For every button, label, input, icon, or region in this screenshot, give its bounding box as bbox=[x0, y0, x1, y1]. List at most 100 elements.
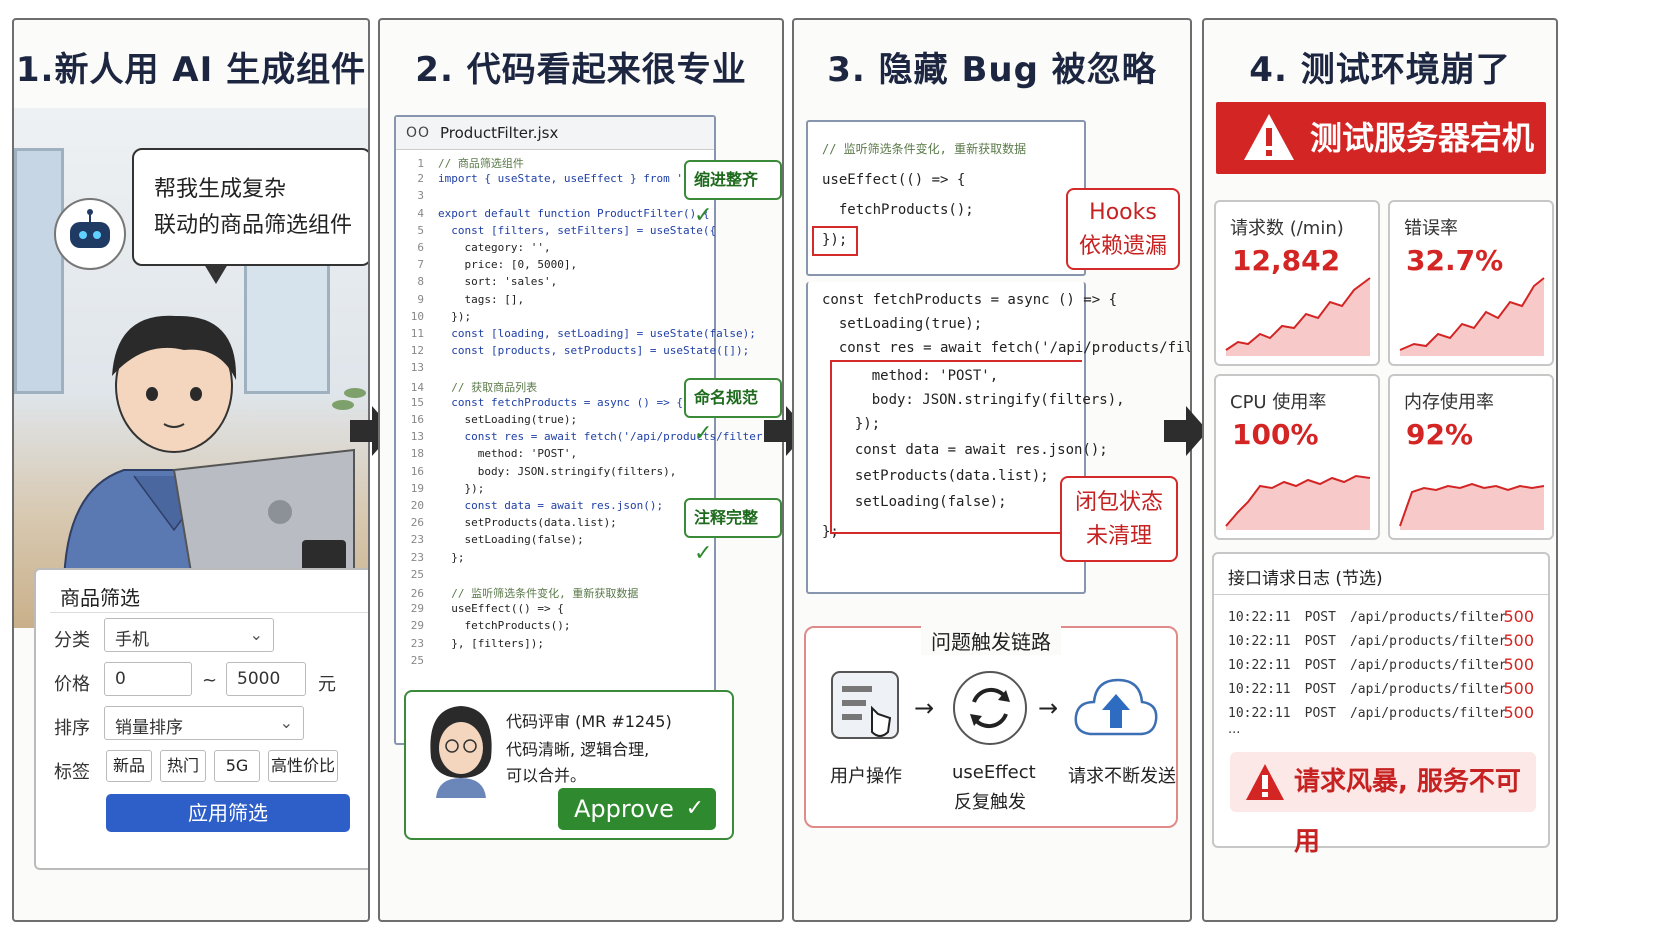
code-line: 6 category: '', bbox=[396, 241, 550, 254]
line-number: 16 bbox=[410, 413, 424, 426]
chain-arrow-icon: → bbox=[914, 694, 935, 722]
plant bbox=[344, 388, 366, 398]
prompt-line-2: 联动的商品筛选组件 bbox=[154, 213, 353, 238]
callout-line-1: Hooks bbox=[1089, 200, 1157, 225]
line-number: 20 bbox=[410, 499, 424, 512]
trigger-chain-box: 问题触发链路 → → 用户操作 useEffect 反复触发 请求不断发送 bbox=[804, 626, 1178, 828]
chain-step-2-line-2: 反复触发 bbox=[954, 792, 1026, 813]
approve-label: Approve bbox=[574, 795, 674, 823]
badge-naming: 命名规范 ✓ bbox=[684, 378, 782, 446]
approve-button[interactable]: Approve ✓ bbox=[558, 788, 716, 830]
code-line: const data = await res.json(); bbox=[838, 442, 1108, 458]
line-number: 25 bbox=[410, 567, 424, 581]
line-number: 4 bbox=[417, 206, 424, 220]
code-line: }); bbox=[822, 232, 848, 248]
code-text: price: [0, 5000], bbox=[438, 258, 578, 272]
tag-5g[interactable]: 5G bbox=[214, 750, 260, 782]
code-line: const fetchProducts = async () => { bbox=[822, 292, 1118, 308]
sort-select[interactable]: 销量排序 ⌄ bbox=[104, 706, 304, 740]
code-line: 26 // 监听筛选条件变化, 重新获取数据 bbox=[396, 585, 639, 601]
code-line: 29 fetchProducts(); bbox=[396, 619, 571, 633]
code-text: const fetchProducts = async () => { bbox=[438, 395, 684, 409]
missing-deps-highlight bbox=[812, 226, 858, 256]
warning-icon bbox=[1244, 114, 1294, 160]
metric-trend-sparkline bbox=[1399, 277, 1545, 356]
panel-3: 3. 隐藏 Bug 被忽略 // 监听筛选条件变化, 重新获取数据 useEff… bbox=[792, 18, 1192, 922]
code-line: 16 body: JSON.stringify(filters), bbox=[396, 465, 677, 478]
line-number: 5 bbox=[417, 223, 424, 237]
tag-new[interactable]: 新品 bbox=[106, 750, 152, 782]
metric-trend-sparkline bbox=[1399, 482, 1545, 530]
apply-filter-button[interactable]: 应用筛选 bbox=[106, 794, 350, 832]
price-max-input[interactable]: 5000 bbox=[226, 662, 306, 696]
code-line: 3 bbox=[396, 189, 438, 202]
log-status-code: 500 bbox=[1503, 679, 1534, 698]
useeffect-code-box: // 监听筛选条件变化, 重新获取数据 useEffect(() => { fe… bbox=[806, 120, 1086, 276]
filter-card-title: 商品筛选 bbox=[60, 586, 140, 610]
line-number: 11 bbox=[410, 327, 424, 340]
code-text: setLoading(false); bbox=[438, 533, 584, 547]
badge-naming-label: 命名规范 bbox=[694, 388, 759, 407]
log-path: /api/products/filter bbox=[1349, 610, 1507, 625]
line-number: 29 bbox=[410, 619, 424, 633]
chain-step-1: 用户操作 bbox=[830, 766, 902, 787]
code-text: }); bbox=[438, 481, 485, 495]
tag-value[interactable]: 高性价比 bbox=[268, 750, 338, 782]
metric-trend-sparkline bbox=[1225, 474, 1371, 530]
code-text: method: 'POST', bbox=[438, 447, 578, 461]
code-line: 23 setLoading(false); bbox=[396, 533, 584, 546]
price-min-input[interactable]: 0 bbox=[104, 662, 192, 696]
log-method: POST bbox=[1304, 682, 1336, 697]
code-review-card: 代码评审 (MR #1245) 代码清晰, 逻辑合理, 可以合并。 Approv… bbox=[404, 690, 734, 840]
code-line: 15 const fetchProducts = async () => { bbox=[396, 396, 683, 409]
callout-line-1: 闭包状态 bbox=[1074, 490, 1163, 515]
price-separator: ~ bbox=[202, 670, 218, 691]
panel-1: 1.新人用 AI 生成组件 帮我生成复杂 联动的商品筛选组件 商品筛选 bbox=[12, 18, 370, 922]
code-text: tags: [], bbox=[438, 292, 525, 306]
log-title: 接口请求日志 (节选) bbox=[1228, 569, 1383, 589]
code-text: const data = await res.json(); bbox=[438, 499, 664, 512]
log-method: POST bbox=[1304, 658, 1336, 673]
badge-comments-label: 注释完整 bbox=[694, 508, 759, 527]
price-unit: 元 bbox=[318, 674, 336, 695]
code-line: 5 const [filters, setFilters] = useState… bbox=[396, 224, 716, 237]
chevron-down-icon: ⌄ bbox=[249, 625, 263, 644]
log-method: POST bbox=[1304, 706, 1336, 721]
check-icon: ✓ bbox=[694, 421, 713, 446]
closure-highlight bbox=[830, 360, 1082, 534]
code-line: const res = await fetch('/api/products/f… bbox=[838, 340, 1190, 356]
code-line: 13 const res = await fetch('/api/product… bbox=[396, 430, 782, 444]
arrow-right-icon bbox=[1164, 406, 1208, 456]
server-down-banner: 测试服务器宕机 bbox=[1216, 102, 1546, 174]
developer-illustration bbox=[62, 315, 355, 590]
storm-text: 请求风暴, 服务不可用 bbox=[1294, 767, 1521, 857]
category-select[interactable]: 手机 ⌄ bbox=[104, 618, 274, 652]
chain-arrow-icon: → bbox=[1038, 694, 1059, 722]
log-path: /api/products/filter bbox=[1349, 634, 1507, 649]
metric-value: 100% bbox=[1232, 418, 1319, 451]
code-line: 20 const data = await res.json(); bbox=[396, 499, 663, 512]
code-text: const [filters, setFilters] = useState({ bbox=[438, 223, 717, 237]
panel-2: 2. 代码看起来很专业 OO ProductFilter.jsx 1// 商品筛… bbox=[378, 18, 784, 922]
code-text: // 监听筛选条件变化, 重新获取数据 bbox=[438, 587, 639, 600]
tag-hot[interactable]: 热门 bbox=[160, 750, 206, 782]
metric-label: 内存使用率 bbox=[1404, 392, 1494, 413]
code-line: 7 price: [0, 5000], bbox=[396, 258, 577, 271]
code-line: 14 // 获取商品列表 bbox=[396, 379, 537, 395]
panel-4-title: 4. 测试环境崩了 bbox=[1249, 50, 1511, 90]
line-number: 29 bbox=[410, 602, 424, 616]
line-number: 19 bbox=[410, 481, 424, 495]
code-line: setLoading(true); bbox=[822, 316, 983, 332]
log-time: 10:22:11 bbox=[1228, 706, 1291, 721]
sort-label: 排序 bbox=[54, 718, 90, 739]
line-number: 26 bbox=[410, 516, 424, 530]
line-number: 23 bbox=[410, 533, 424, 547]
line-number: 13 bbox=[410, 430, 424, 444]
code-text: // 商品筛选组件 bbox=[438, 157, 524, 170]
category-label: 分类 bbox=[54, 630, 90, 651]
